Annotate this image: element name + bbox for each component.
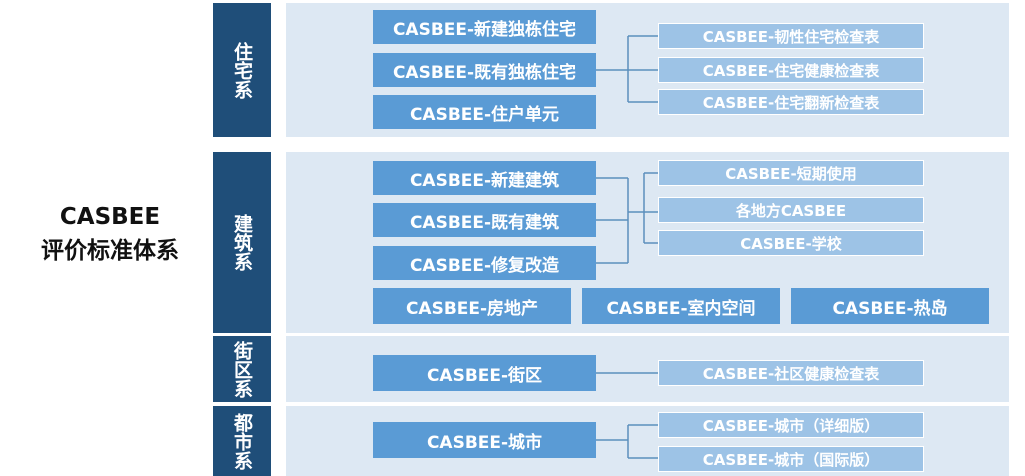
- category-urban: 都市系: [213, 406, 271, 476]
- title-line-2: 评价标准体系: [41, 238, 179, 264]
- checklist-box: CASBEE-韧性住宅检查表: [658, 23, 924, 49]
- tool-box: CASBEE-房地产: [373, 288, 571, 324]
- category-residential-label: 住宅系: [231, 41, 253, 99]
- category-urban-label: 都市系: [231, 412, 253, 470]
- checklist-box: CASBEE-住宅翻新检查表: [658, 89, 924, 115]
- tool-box: CASBEE-新建建筑: [373, 161, 596, 195]
- tool-box: CASBEE-街区: [373, 355, 596, 391]
- diagram-title: CASBEE 评价标准体系: [20, 200, 200, 268]
- category-district: 街区系: [213, 336, 271, 402]
- variant-box: 各地方CASBEE: [658, 197, 924, 223]
- tool-box: CASBEE-既有建筑: [373, 203, 596, 237]
- tool-box: CASBEE-住户单元: [373, 95, 596, 129]
- tool-box: CASBEE-城市: [373, 422, 596, 458]
- checklist-box: CASBEE-社区健康检查表: [658, 360, 924, 386]
- tool-box: CASBEE-热岛: [791, 288, 989, 324]
- category-building: 建筑系: [213, 152, 271, 333]
- category-residential: 住宅系: [213, 3, 271, 137]
- category-district-label: 街区系: [231, 340, 253, 398]
- tool-box: CASBEE-新建独栋住宅: [373, 10, 596, 44]
- variant-box: CASBEE-短期使用: [658, 160, 924, 186]
- tool-box: CASBEE-修复改造: [373, 246, 596, 280]
- tool-box: CASBEE-既有独栋住宅: [373, 53, 596, 87]
- variant-box: CASBEE-学校: [658, 230, 924, 256]
- title-line-1: CASBEE: [59, 204, 161, 230]
- version-box: CASBEE-城市（国际版）: [658, 446, 924, 472]
- checklist-box: CASBEE-住宅健康检查表: [658, 57, 924, 83]
- tool-box: CASBEE-室内空间: [582, 288, 780, 324]
- category-building-label: 建筑系: [231, 214, 253, 271]
- version-box: CASBEE-城市（详细版）: [658, 412, 924, 438]
